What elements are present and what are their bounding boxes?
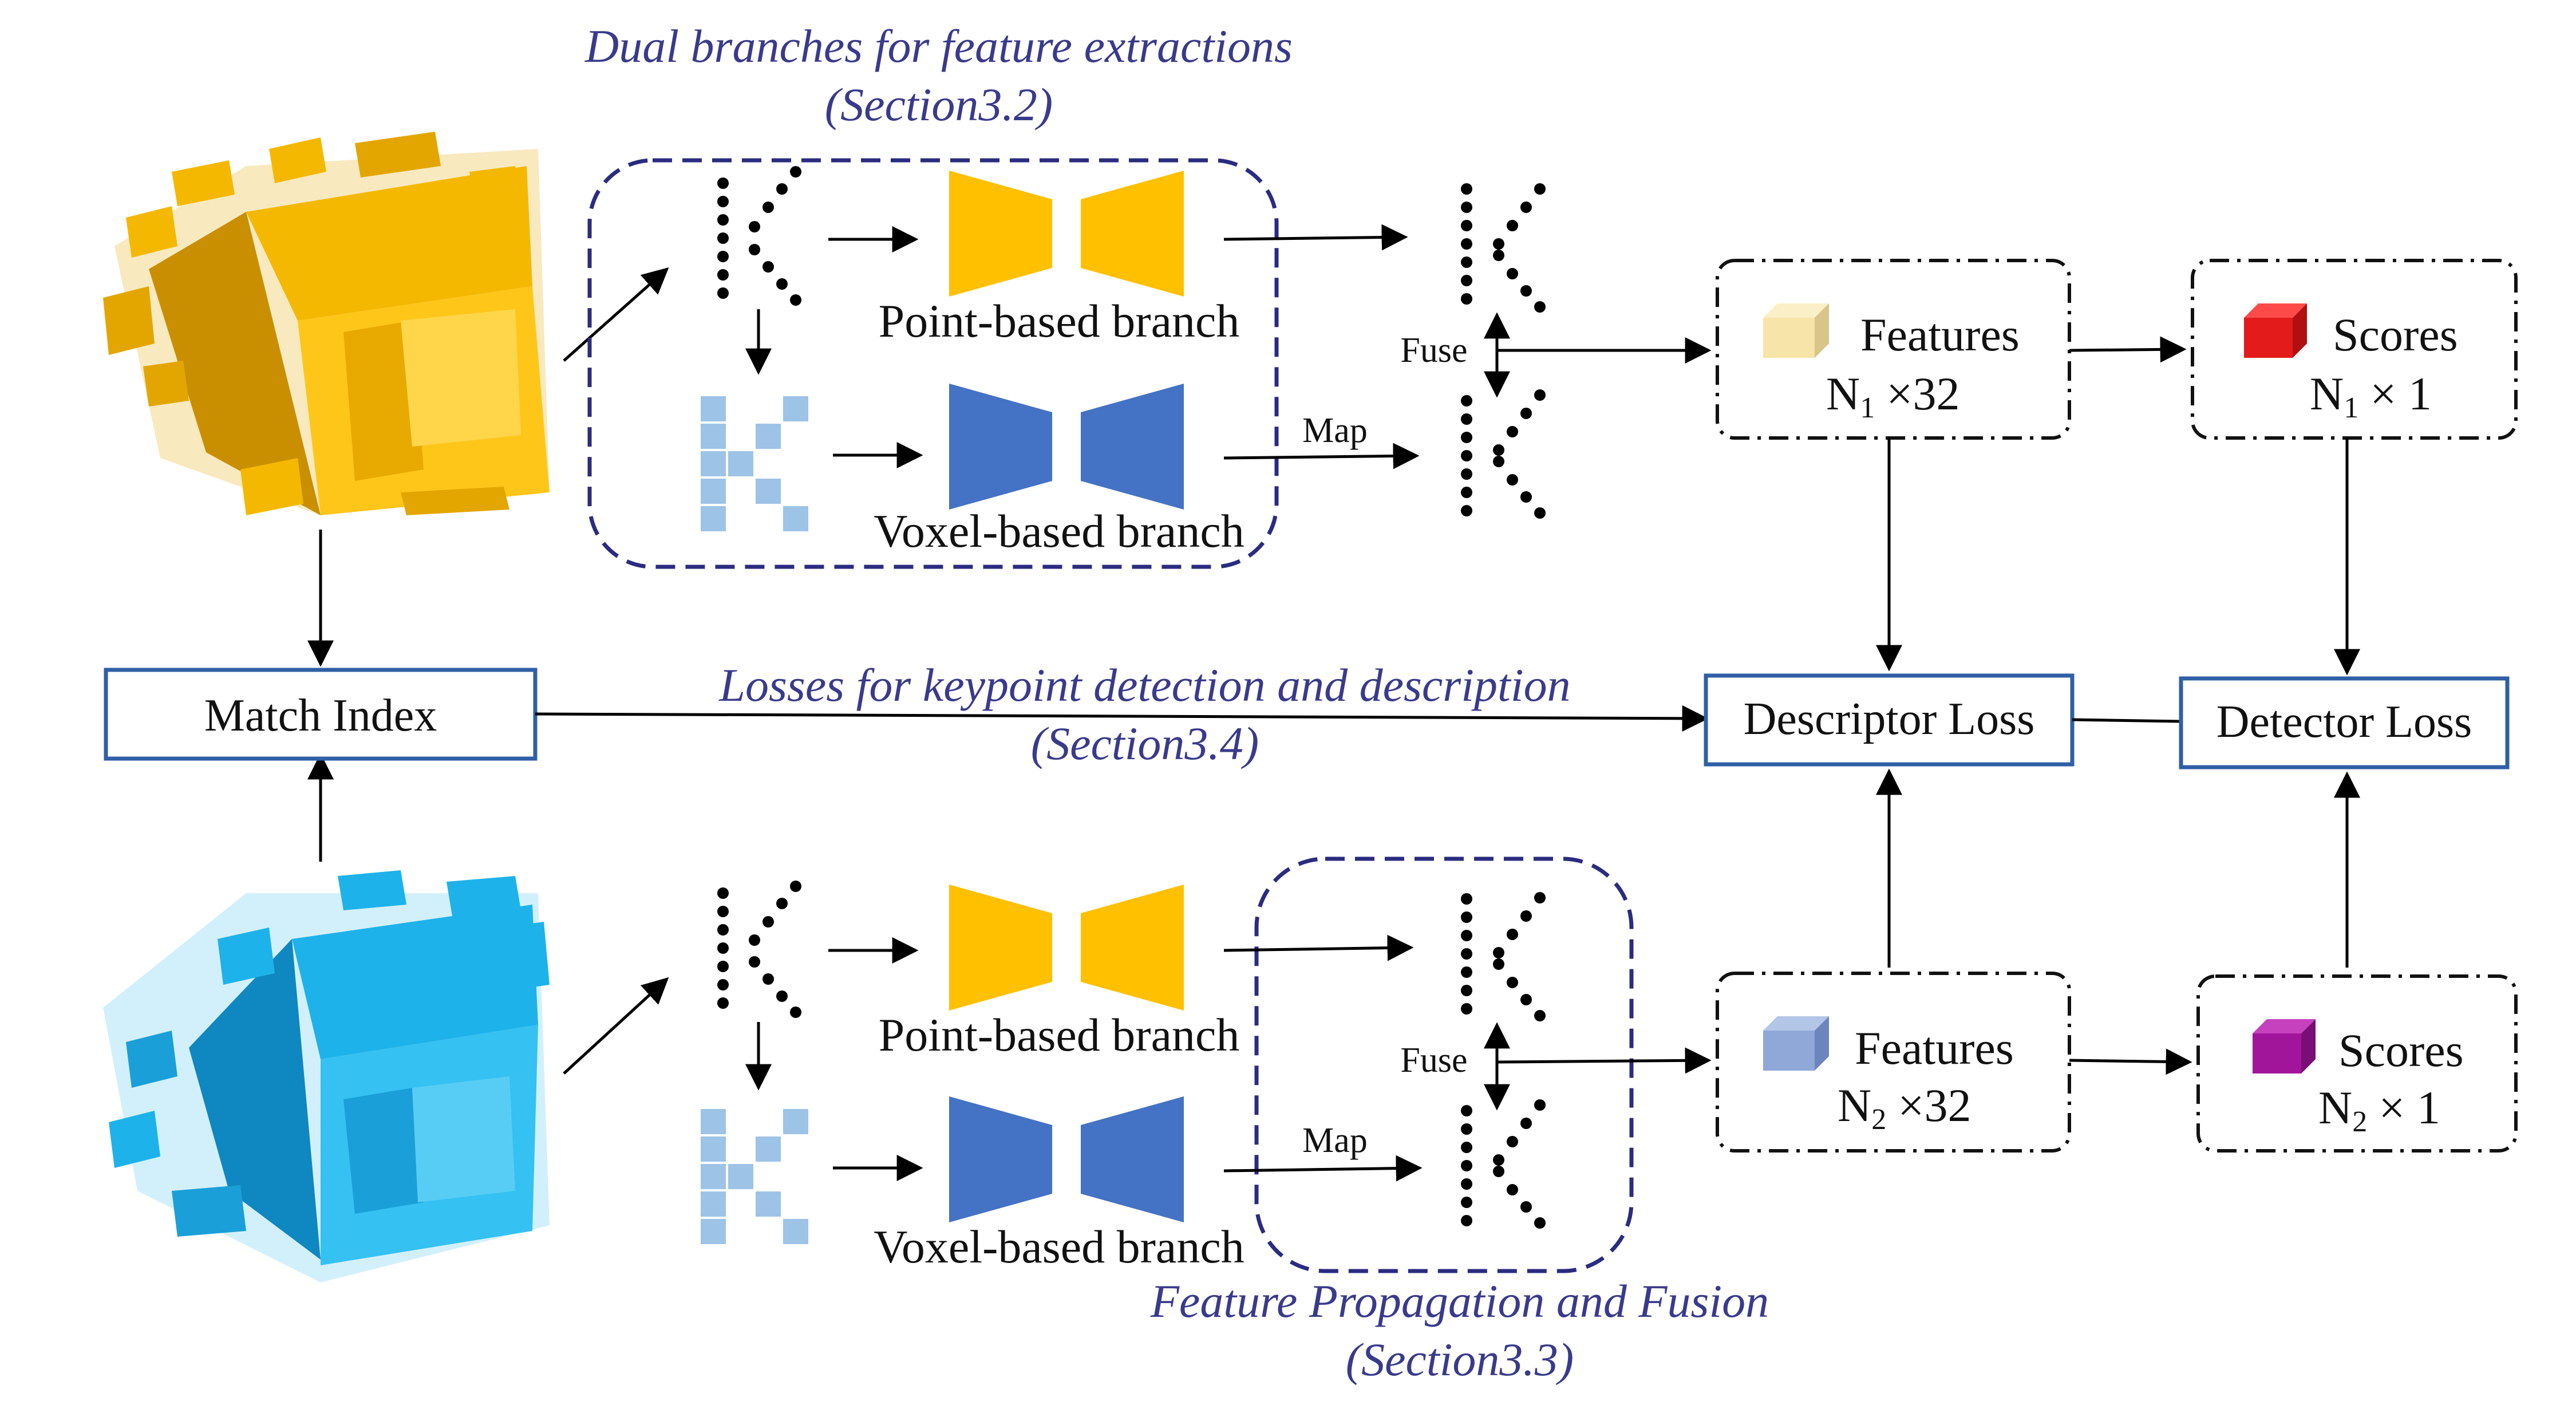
caption-bottom-line1: Feature Propagation and Fusion (1150, 1275, 1769, 1327)
arrow-bottom-fused-to-features (1496, 1047, 1712, 1074)
point-cloud-bottom (103, 870, 550, 1282)
arrow-bottom-voxelbranch-out (1223, 1155, 1423, 1182)
match-index-label: Match Index (204, 690, 437, 741)
detector-loss-box: Detector Loss (2179, 676, 2510, 769)
descriptor-loss-box: Descriptor Loss (1704, 673, 2075, 767)
scores-mult-top: × 1 (2370, 368, 2432, 420)
arrow-bottom-pointbranch-out (1223, 934, 1414, 961)
features-title-bottom: Features (1855, 1022, 2014, 1074)
scores-n-top: N (2310, 368, 2344, 420)
point-branch-top (949, 171, 1184, 297)
features-sub-bottom: 2 (1871, 1103, 1886, 1136)
features-dim-top: N1 ×32 (1826, 368, 1959, 424)
features-box-top: Features N1 ×32 (1716, 259, 2071, 440)
point-branch-bottom (949, 885, 1184, 1011)
scores-box-bottom: Scores N2 × 1 (2196, 974, 2518, 1153)
features-dim-bottom: N2 ×32 (1838, 1079, 1971, 1136)
scores-mult-bottom: × 1 (2379, 1082, 2440, 1134)
features-sub-top: 1 (1860, 392, 1875, 424)
caption-dual-branches: Dual branches for feature extractions (S… (584, 20, 1293, 131)
detector-loss-label: Detector Loss (2217, 697, 2472, 747)
features-mult-bottom: ×32 (1898, 1079, 1971, 1131)
voxel-branch-bottom (949, 1096, 1184, 1222)
keypoints-glyph-bottom-point (1461, 892, 1546, 1021)
voxel-branch-label-bottom: Voxel-based branch (874, 1221, 1244, 1273)
caption-losses: Losses for keypoint detection and descri… (718, 659, 1570, 769)
point-cloud-top (103, 132, 550, 515)
feature-cube-bottom (1763, 1016, 1829, 1071)
arrow-top-features-to-scores (2069, 336, 2187, 363)
fuse-label-bottom: Fuse (1400, 1041, 1467, 1080)
arrow-bottom-features-to-scores (2069, 1048, 2192, 1075)
keypoints-glyph-bottom-voxel (1461, 1099, 1546, 1229)
score-cube-bottom (2253, 1019, 2316, 1074)
keypoints-glyph-top-point (1461, 183, 1546, 313)
point-branch-label-top: Point-based branch (879, 295, 1240, 347)
map-label-top: Map (1302, 411, 1368, 450)
arrow-match-to-descriptor-loss (535, 705, 1709, 732)
voxel-branch-top (949, 384, 1184, 510)
caption-middle-line1: Losses for keypoint detection and descri… (718, 659, 1570, 711)
propagation-fusion-frame (1254, 857, 1634, 1273)
caption-bottom-line2: (Section3.3) (1346, 1333, 1574, 1386)
features-mult-top: ×32 (1886, 368, 1959, 420)
arrow-cloud-top-to-points (563, 267, 669, 362)
caption-top-line1: Dual branches for feature extractions (584, 20, 1293, 72)
features-n-bottom: N (1838, 1079, 1871, 1131)
features-box-bottom: Features N2 ×32 (1716, 972, 2071, 1153)
arrow-top-voxelbranch-out (1223, 443, 1420, 469)
scores-n-bottom: N (2318, 1082, 2352, 1134)
scores-sub-top: 1 (2344, 392, 2358, 424)
voxel-branch-label-top: Voxel-based branch (874, 505, 1244, 557)
voxel-glyph-bottom (698, 1107, 811, 1246)
match-index-box: Match Index (104, 668, 538, 761)
scores-box-top: Scores N1 × 1 (2191, 259, 2518, 440)
scores-title-bottom: Scores (2338, 1024, 2464, 1076)
feature-cube-top (1763, 303, 1829, 358)
features-n-top: N (1826, 368, 1860, 420)
scores-sub-bottom: 2 (2352, 1106, 2367, 1138)
features-title-top: Features (1860, 309, 2020, 361)
link-descriptor-to-detector (2072, 718, 2182, 723)
arrow-top-pointbranch-out (1223, 224, 1408, 251)
scores-dim-top: N1 × 1 (2310, 368, 2432, 424)
scores-title-top: Scores (2333, 309, 2458, 361)
caption-propagation: Feature Propagation and Fusion (Section3… (1150, 1275, 1769, 1386)
map-label-bottom: Map (1302, 1121, 1368, 1160)
caption-top-line2: (Section3.2) (825, 78, 1053, 131)
point-branch-label-bottom: Point-based branch (879, 1009, 1240, 1061)
arrow-cloud-bottom-to-points (563, 977, 669, 1075)
fuse-label-top: Fuse (1400, 331, 1467, 370)
keypoints-glyph-top-input (717, 166, 801, 306)
caption-middle-line2: (Section3.4) (1031, 717, 1259, 769)
keypoints-glyph-top-voxel (1461, 389, 1546, 519)
dual-branch-frame-top (587, 158, 1279, 569)
score-cube-top (2244, 303, 2307, 358)
descriptor-loss-label: Descriptor Loss (1744, 694, 2035, 744)
keypoints-glyph-bottom-input (717, 881, 801, 1018)
voxel-glyph-top (698, 394, 811, 534)
scores-dim-bottom: N2 × 1 (2318, 1082, 2440, 1138)
